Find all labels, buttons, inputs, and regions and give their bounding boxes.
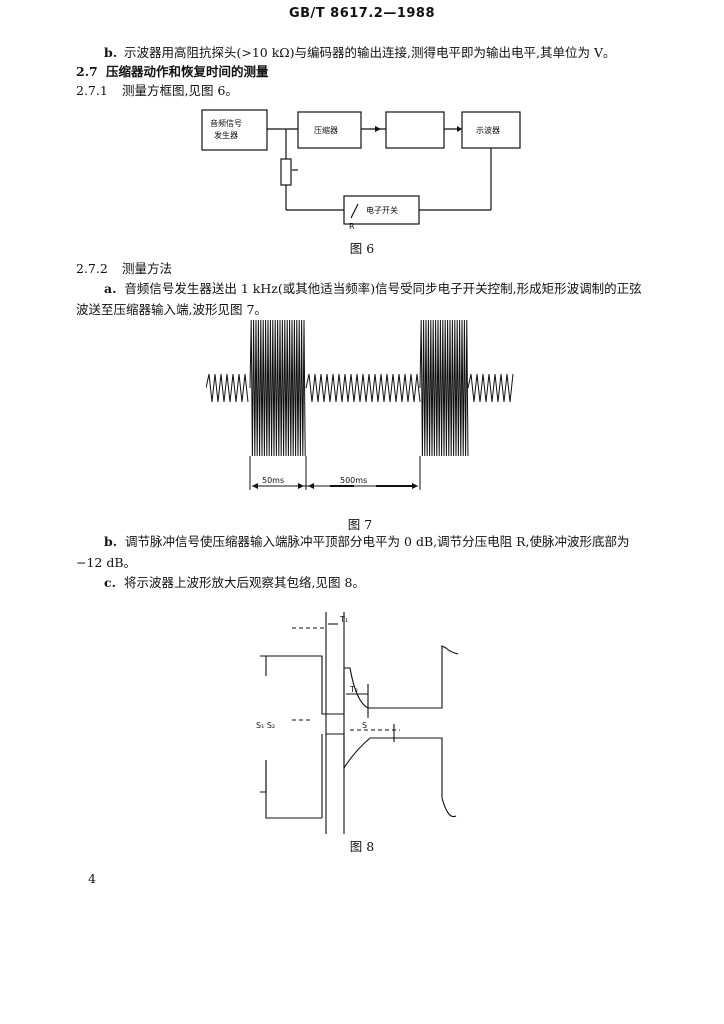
standard-header: GB/T 8617.2—1988 [288, 6, 436, 21]
dim-label-50ms: 50ms [262, 476, 284, 485]
item-b2-text: 调节脉冲信号使压缩器输入端脉冲平顶部分电平为 0 dB,调节分压电阻 R,使脉冲… [76, 534, 630, 570]
item-b-marker: b. [104, 45, 118, 60]
figure-6-caption: 图 6 [349, 241, 375, 256]
resistor-r [280, 158, 292, 186]
section-2-7-title: 压缩器动作和恢复时间的测量 [106, 64, 269, 79]
block-hidden [385, 111, 445, 149]
label-s: S [362, 721, 367, 730]
item-c-marker: c. [104, 575, 116, 590]
figure-8-caption: 图 8 [349, 839, 375, 854]
figure-7-caption: 图 7 [347, 517, 373, 532]
section-2-7-1-number: 2.7.1 [76, 83, 108, 98]
item-a-marker: a. [104, 281, 117, 296]
page-number: 4 [88, 871, 96, 886]
item-b2-paragraph: b. 调节脉冲信号使压缩器输入端脉冲平顶部分电平为 0 dB,调节分压电阻 R,… [76, 531, 646, 573]
figure-7-waveform: 50ms 500ms [206, 319, 514, 490]
item-c-text: 将示波器上波形放大后观察其包络,见图 8。 [124, 575, 365, 590]
label-oscilloscope: 示波器 [476, 125, 500, 135]
section-2-7-number: 2.7 [76, 64, 98, 79]
item-b2-marker: b. [104, 534, 118, 549]
label-switch-r: R [349, 222, 355, 231]
figure-6-block-diagram: 音频信号 发生器 压缩器 示波器 电子开关 R [201, 109, 521, 231]
label-generator-line1: 音频信号 [210, 118, 242, 128]
waveform-segment [467, 373, 514, 403]
label-t2: T₂ [349, 685, 358, 694]
dim-label-500ms: 500ms [340, 476, 367, 485]
section-2-7-1-text: 测量方框图,见图 6。 [122, 83, 238, 98]
waveform-segment [206, 373, 249, 403]
section-2-7-2-text: 测量方法 [122, 261, 173, 276]
block-compressor [297, 111, 362, 149]
label-generator-line2: 发生器 [214, 130, 238, 140]
block-signal-generator [201, 109, 268, 151]
item-a-paragraph: a. 音频信号发生器送出 1 kHz(或其他适当频率)信号受同步电子开关控制,形… [76, 278, 646, 320]
section-2-7-2-number: 2.7.2 [76, 261, 108, 276]
figure-8-envelope: T₁ T₂ S₁ S₂ S [256, 612, 459, 834]
label-electronic-switch: 电子开关 [366, 205, 398, 215]
label-s1-s2: S₁ S₂ [256, 721, 275, 730]
waveform-segment [419, 319, 469, 457]
waveform-segment [249, 319, 306, 457]
item-a-text: 音频信号发生器送出 1 kHz(或其他适当频率)信号受同步电子开关控制,形成矩形… [76, 281, 642, 317]
item-b-text: 示波器用高阻抗探头(>10 kΩ)与编码器的输出连接,测得电平即为输出电平,其单… [124, 45, 616, 60]
label-t1: T₁ [339, 615, 348, 624]
waveform-segment [305, 373, 421, 403]
label-compressor: 压缩器 [314, 125, 338, 135]
